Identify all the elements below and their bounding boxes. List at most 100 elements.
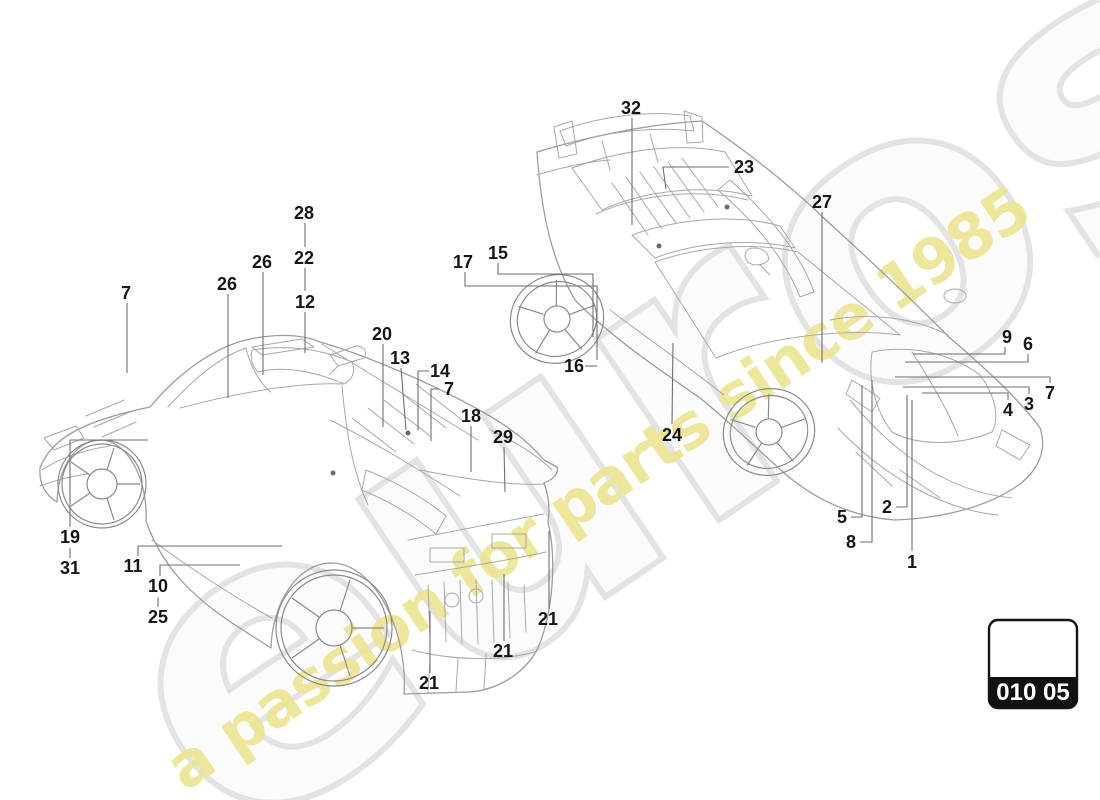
callout-leader-6 <box>905 354 1029 363</box>
car-windshield <box>654 246 901 359</box>
callout-label-5: 5 <box>837 507 847 527</box>
callout-label-2: 2 <box>882 497 892 517</box>
reference-dot <box>724 204 730 210</box>
callout-label-21: 21 <box>493 641 513 661</box>
callout-label-7: 7 <box>121 283 131 303</box>
leader-lines-layer <box>69 118 1051 673</box>
callout-label-12: 12 <box>295 292 315 312</box>
part-code-badge: 010 05 <box>987 618 1079 710</box>
callout-label-14: 14 <box>430 361 450 381</box>
car-engine-louvres <box>611 157 719 236</box>
car-headlight <box>43 425 85 451</box>
callout-leader-23 <box>662 166 729 190</box>
callout-leader-17 <box>464 272 598 360</box>
rear-wheel <box>275 569 393 687</box>
car-exhaust-left <box>444 592 460 608</box>
callout-leader-4 <box>922 392 1009 400</box>
car-roof <box>631 218 796 259</box>
callout-label-21: 21 <box>419 673 439 693</box>
callout-label-4: 4 <box>1003 400 1013 420</box>
callout-label-27: 27 <box>812 192 832 212</box>
car-side-blade <box>717 179 815 298</box>
callout-label-1: 1 <box>907 552 917 572</box>
callout-leader-5 <box>851 385 863 518</box>
callout-label-17: 17 <box>453 252 473 272</box>
callout-leader-13 <box>400 367 407 431</box>
car-wing-endplates <box>553 110 704 171</box>
callout-label-22: 22 <box>294 248 314 268</box>
rear-wheel <box>509 274 605 364</box>
reference-dot <box>656 243 662 249</box>
callout-label-8: 8 <box>846 532 856 552</box>
callout-label-21: 21 <box>538 609 558 629</box>
callout-leader-9 <box>913 347 1006 355</box>
car-frunk-lid <box>870 348 997 443</box>
car-engine-louvres <box>351 383 463 453</box>
car-rear-wing-blade <box>559 113 695 147</box>
callout-leader-3 <box>903 386 1030 394</box>
callout-label-25: 25 <box>148 607 168 627</box>
callout-leader-10 <box>159 564 240 576</box>
car-mirror <box>329 345 367 375</box>
front-wheel <box>722 388 816 476</box>
callout-label-32: 32 <box>621 98 641 118</box>
callout-label-23: 23 <box>734 157 754 177</box>
callout-label-11: 11 <box>123 556 142 576</box>
reference-dot <box>405 430 411 436</box>
car-tail-edge <box>536 159 611 176</box>
car-taillight-band <box>407 513 547 660</box>
front-wheel <box>57 439 147 529</box>
watermark-layer: eurospares a passion for parts since 198… <box>20 0 1100 800</box>
badge-strip <box>989 677 1077 708</box>
car-front-three-quarter-view <box>39 334 558 695</box>
callout-label-26: 26 <box>252 252 272 272</box>
car-front-bumper-lines <box>837 399 1013 516</box>
callout-label-16: 16 <box>564 356 584 376</box>
callout-label-26: 26 <box>217 274 237 294</box>
badge-code-text: 010 05 <box>996 679 1069 706</box>
car-engine-deck <box>571 147 753 215</box>
callout-label-10: 10 <box>148 576 168 596</box>
car-mirror-right <box>943 288 967 304</box>
callout-leader-15 <box>497 263 594 337</box>
car-fender-louvres <box>85 399 137 438</box>
car-engine-deck-spine <box>321 343 479 497</box>
callout-label-6: 6 <box>1023 334 1033 354</box>
car-body-outline <box>39 334 558 695</box>
callout-leader-7 <box>895 376 1051 383</box>
car-nose-creases <box>39 445 111 487</box>
callout-label-15: 15 <box>488 243 508 263</box>
car-roof-scoop <box>251 338 315 356</box>
callout-label-19: 19 <box>60 527 80 547</box>
reference-dot <box>330 470 336 476</box>
callout-label-18: 18 <box>461 406 481 426</box>
callout-label-13: 13 <box>390 348 410 368</box>
car-sill-line <box>609 309 725 396</box>
callout-leader-2 <box>896 395 908 508</box>
car-cowl-line <box>829 316 949 336</box>
car-rocker-line <box>151 539 273 619</box>
callout-leader-24 <box>671 342 674 425</box>
callout-leader-14 <box>417 370 429 430</box>
callout-label-9: 9 <box>1002 327 1012 347</box>
car-windshield <box>167 347 271 408</box>
callout-leader-29 <box>503 446 506 493</box>
callout-label-3: 3 <box>1024 394 1034 414</box>
callout-leader-8 <box>860 380 873 543</box>
callout-label-24: 24 <box>662 425 682 445</box>
car-body-outline <box>536 120 1044 521</box>
car-ducktail <box>419 429 553 485</box>
car-mirror-left <box>744 247 771 276</box>
callout-label-7: 7 <box>1045 383 1055 403</box>
callout-leader-19 <box>69 439 148 527</box>
car-exhaust-right <box>468 588 484 604</box>
car-rear-grille <box>427 579 527 645</box>
watermark-brand-text: eurospares <box>23 0 1100 800</box>
callout-label-20: 20 <box>372 324 392 344</box>
car-beltline <box>179 383 369 506</box>
callout-label-31: 31 <box>60 558 80 578</box>
car-side-intake <box>361 469 447 535</box>
